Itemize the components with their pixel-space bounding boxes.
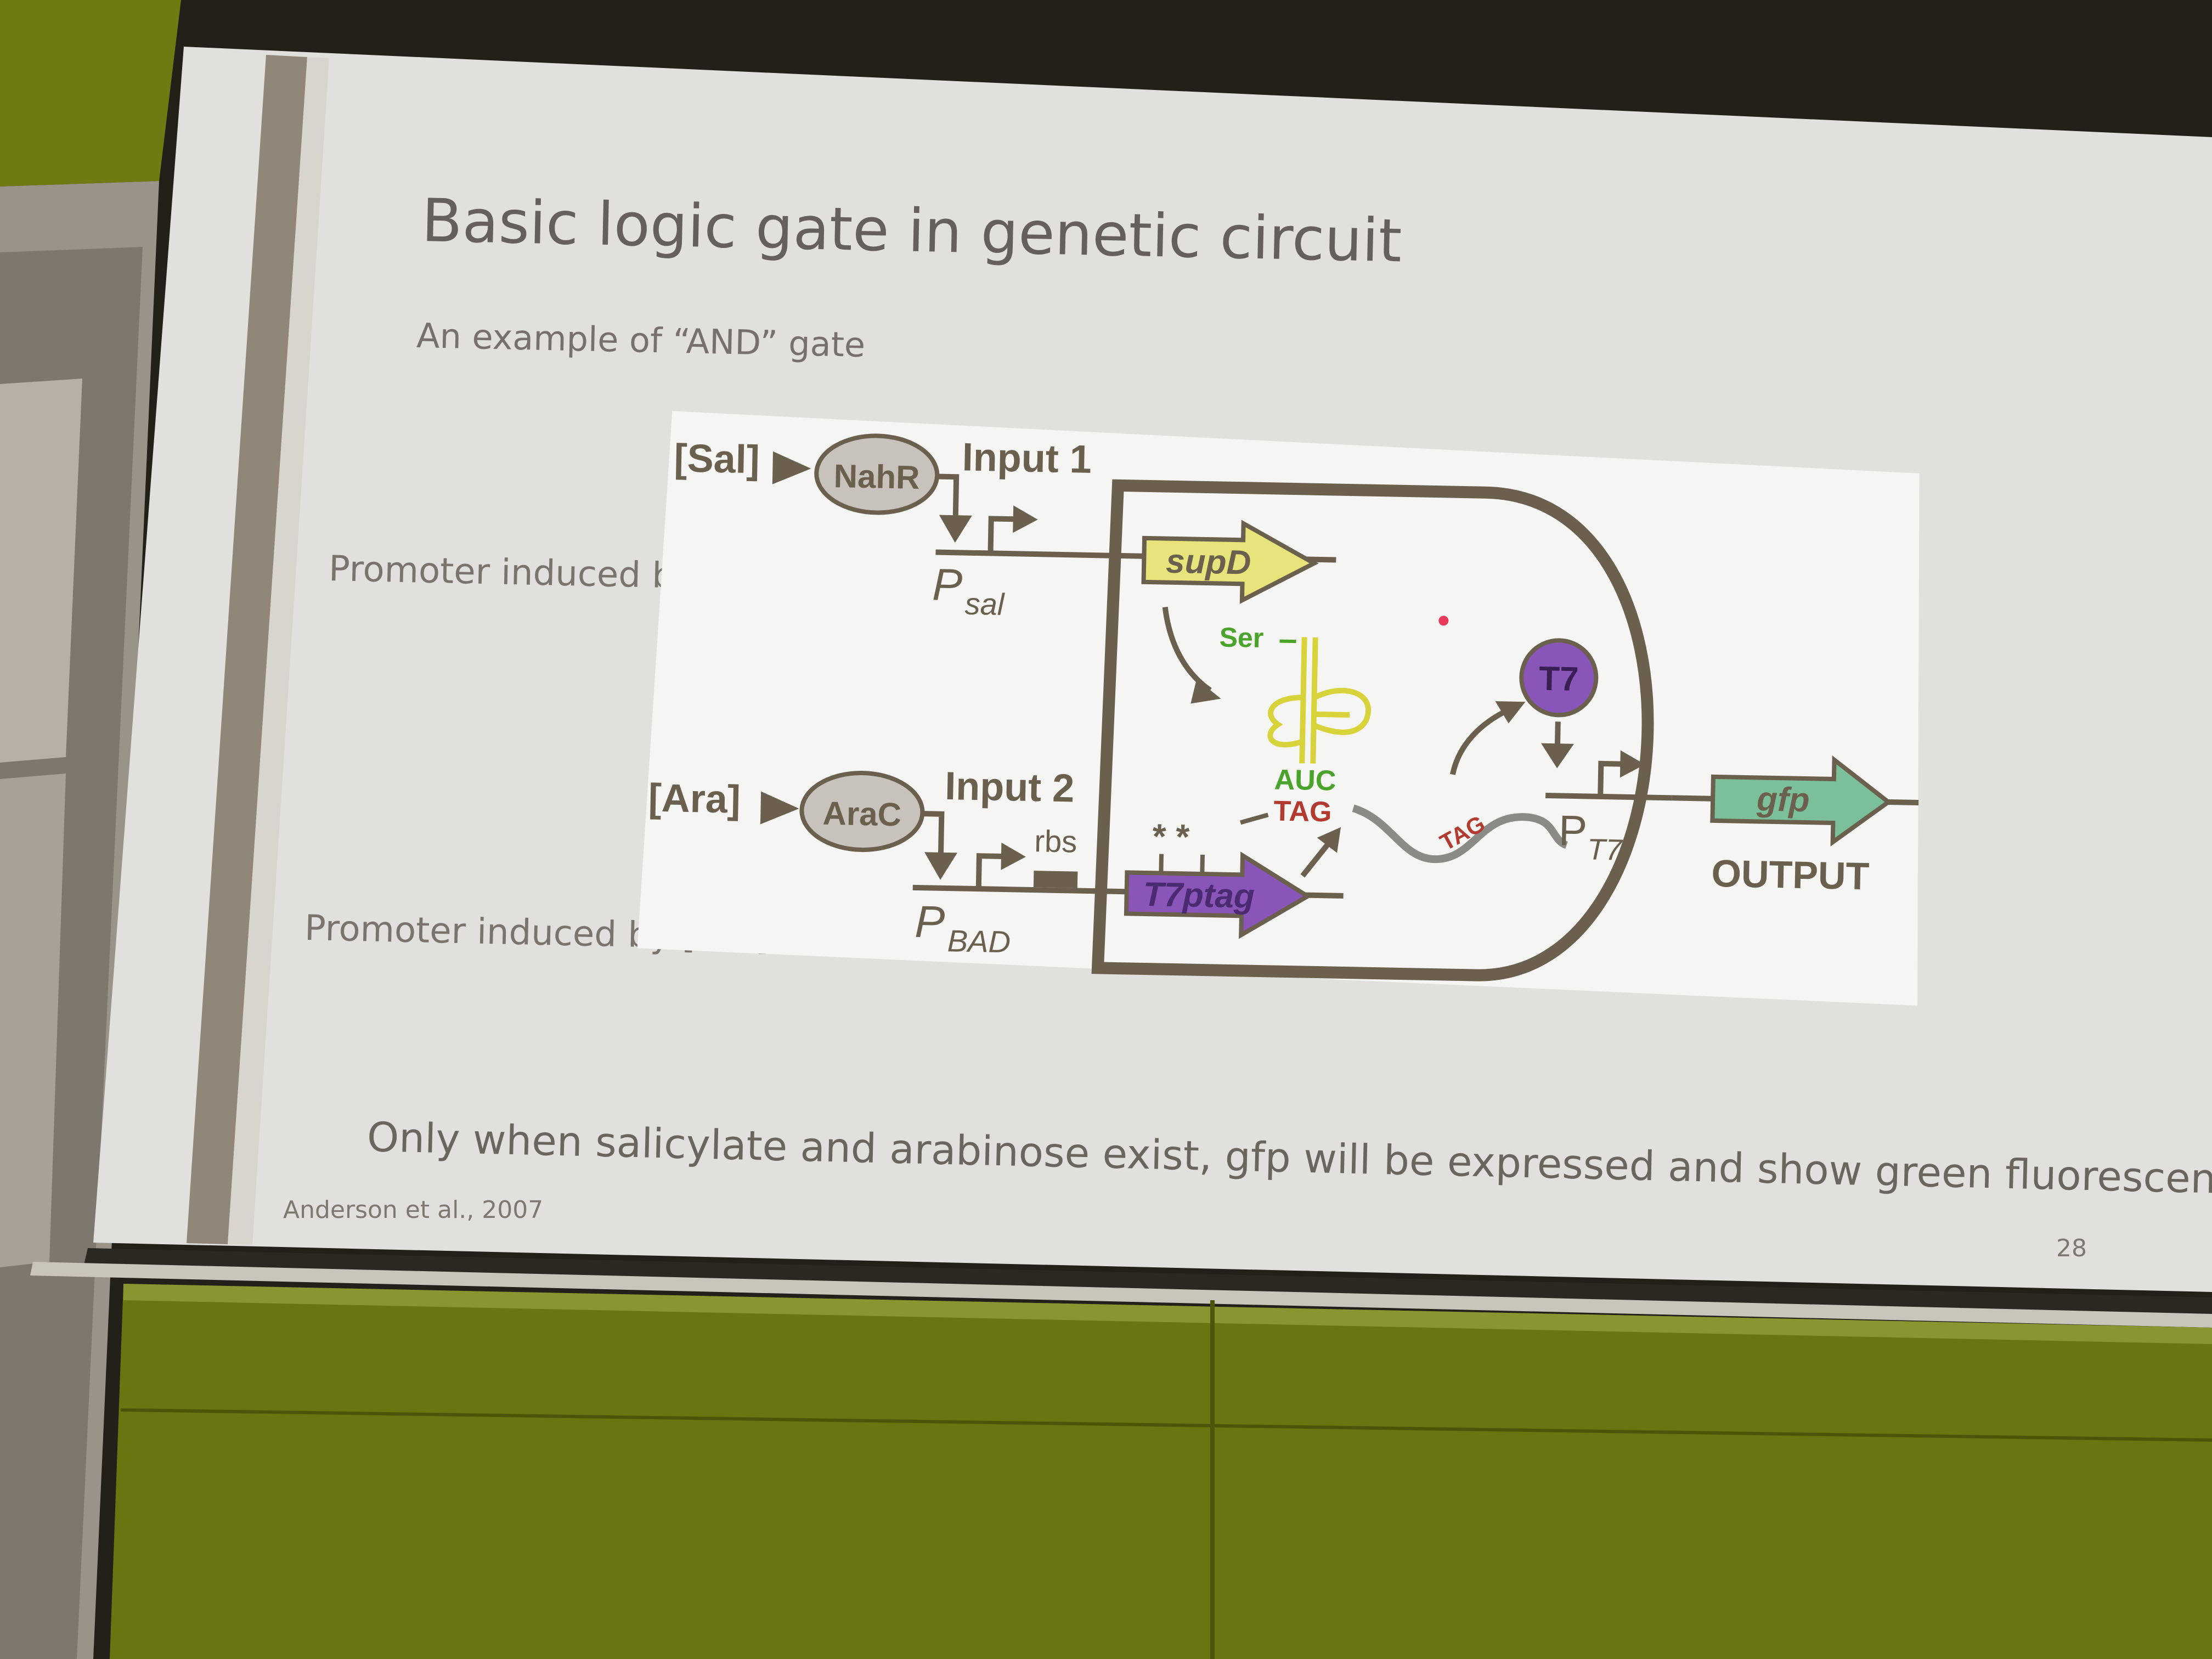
cell-outline [1091,479,1654,981]
t7-repress-arrow-icon [1541,743,1575,769]
repress-arrow-icon-1 [939,515,972,543]
dna-line-3 [1545,792,1672,801]
t7-circle [1519,638,1599,718]
arac-connector [922,811,945,858]
sal-label: [Sal] [674,436,760,482]
rbs-box [1033,871,1078,888]
t7-label: T7 [1538,660,1579,698]
pt7-promoter-icon [1598,760,1626,797]
trna-icon [1267,637,1372,764]
nahr-connector [937,473,960,521]
output-label: OUTPUT [1711,852,1870,898]
t7ptag-gene-arrow [1124,851,1312,939]
t7ptag-to-trna-arrow [1300,839,1333,878]
repress-arrow-icon-2 [924,852,958,880]
mrna-wave [1352,804,1568,864]
amber-stars: * * [1152,816,1190,856]
pbad-promoter-icon [975,853,1007,889]
laser-pointer-dot [1438,616,1449,626]
supd-label: supD [1166,543,1251,582]
input2-label: Input 2 [945,764,1075,811]
supd-gene-arrow [1141,520,1319,604]
ara-arrow-icon [760,791,799,825]
page-number: 28 [2056,1234,2087,1262]
gfp-gene-arrow [1710,755,1892,847]
gfp-label: gfp [1756,780,1810,819]
rbs-label: rbs [1034,823,1077,859]
psal-p: P [932,560,963,610]
pt7-sub: T7 [1587,833,1623,866]
arac-label: AraC [822,795,902,833]
sal-arrow-icon [772,451,811,484]
pt7-p: P [1558,806,1588,855]
ser-label: Ser [1219,622,1264,653]
citation: Anderson et al., 2007 [283,1196,544,1224]
mrna-to-t7-arrow [1450,707,1510,775]
t7ptag-label: T7ptag [1143,876,1255,916]
psal-promoter-icon [988,516,1019,552]
auc-label: AUC [1274,764,1336,797]
ara-label: [Ara] [648,776,741,822]
input1-label: Input 1 [962,435,1092,482]
psal-sub: sal [964,586,1005,622]
nahr-label: NahR [833,458,920,496]
tag-label: TAG [1273,795,1332,828]
pbad-p: P [915,897,946,947]
pbad-sub: BAD [947,923,1011,959]
